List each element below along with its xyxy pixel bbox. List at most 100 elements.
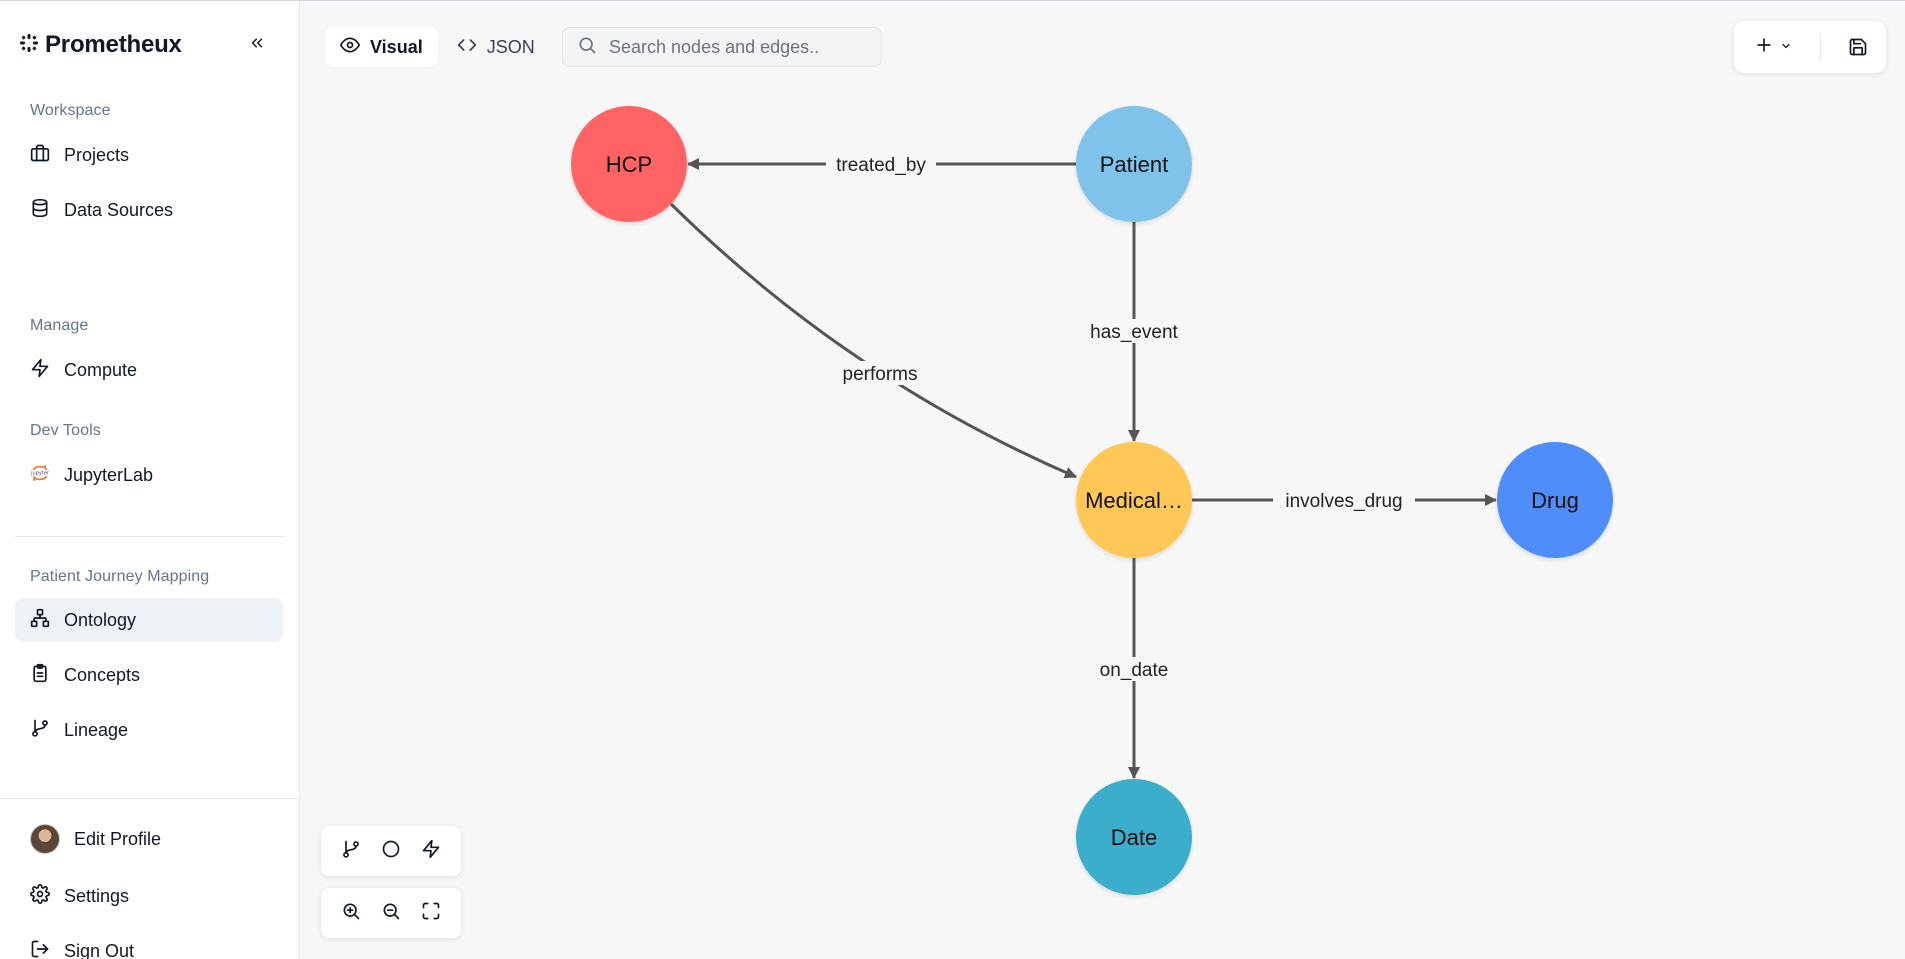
node-circle[interactable] xyxy=(571,106,687,222)
chevrons-left-icon xyxy=(248,34,266,57)
graph-node-medical[interactable]: Medical… xyxy=(1076,442,1192,558)
graph-node-hcp[interactable]: HCP xyxy=(571,106,687,222)
code-icon xyxy=(457,35,477,60)
graph-tools-panel xyxy=(321,826,461,876)
zoom-in-button[interactable] xyxy=(336,898,366,928)
node-label: Medical… xyxy=(1085,488,1183,513)
section-label-manage: Manage xyxy=(30,317,89,334)
add-button[interactable] xyxy=(1754,35,1792,60)
save-button[interactable] xyxy=(1848,37,1868,62)
avatar xyxy=(30,824,60,854)
svg-text:jupyter: jupyter xyxy=(30,470,50,476)
sidebar-item-label: JupyterLab xyxy=(64,464,154,485)
graph-canvas[interactable]: treated_by has_event performs involves_drug… xyxy=(300,1,1905,959)
sidebar-item-label: Ontology xyxy=(64,609,137,630)
sidebar-item-label: Lineage xyxy=(64,719,129,740)
graph-edge-performs[interactable]: performs xyxy=(669,202,1077,479)
graph-node-drug[interactable]: Drug xyxy=(1497,442,1613,558)
edge-label-background xyxy=(826,152,936,176)
sidebar-item-lineage[interactable]: Lineage xyxy=(15,708,283,752)
sidebar-item-edit-profile[interactable]: Edit Profile xyxy=(15,817,283,861)
save-icon xyxy=(1848,38,1868,61)
zoom-in-icon xyxy=(341,901,361,926)
graph-edge-has-event[interactable]: has_event xyxy=(1084,222,1184,442)
sparkle-logo-icon xyxy=(19,33,39,58)
node-label: Patient xyxy=(1100,152,1169,177)
lightning-icon xyxy=(421,839,441,864)
edge-label-background xyxy=(1273,488,1415,512)
tab-json-label: JSON xyxy=(486,36,535,57)
eye-icon xyxy=(340,35,360,60)
sidebar-item-data-sources[interactable]: Data Sources xyxy=(15,188,283,232)
git-branch-icon xyxy=(341,839,361,864)
git-branch-icon xyxy=(30,718,50,743)
edge-line[interactable] xyxy=(669,202,1077,479)
node-label: HCP xyxy=(606,152,652,177)
search-input[interactable] xyxy=(609,36,859,58)
edge-label: treated_by xyxy=(836,155,926,176)
sidebar-item-ontology[interactable]: Ontology xyxy=(15,598,283,642)
zoom-out-icon xyxy=(381,901,401,926)
view-toggle: Visual JSON xyxy=(325,27,550,67)
sidebar-divider xyxy=(15,536,285,537)
sidebar-item-label: Data Sources xyxy=(64,199,174,220)
section-label-project: Patient Journey Mapping xyxy=(30,568,210,585)
jupyter-icon: jupyter xyxy=(30,463,50,488)
ontology-graph[interactable]: treated_by has_event performs involves_drug… xyxy=(300,1,1905,959)
section-label-workspace: Workspace xyxy=(30,102,111,119)
tab-json[interactable]: JSON xyxy=(442,27,550,67)
sidebar-item-label: Compute xyxy=(64,359,138,380)
graph-node-date[interactable]: Date xyxy=(1076,779,1192,895)
node-circle[interactable] xyxy=(1497,442,1613,558)
briefcase-icon xyxy=(30,143,50,168)
tab-visual[interactable]: Visual xyxy=(325,27,438,67)
sign-out-icon xyxy=(30,939,50,959)
fullscreen-button[interactable] xyxy=(416,898,446,928)
database-icon xyxy=(30,198,50,223)
hierarchy-icon xyxy=(30,608,50,633)
run-button[interactable] xyxy=(416,836,446,866)
search-icon xyxy=(577,35,597,60)
sidebar-item-projects[interactable]: Projects xyxy=(15,133,283,177)
collapse-sidebar-button[interactable] xyxy=(245,33,269,57)
edge-label-background xyxy=(1094,657,1174,681)
clipboard-icon xyxy=(30,663,50,688)
sidebar: Prometheux Workspace Projects Data Sourc… xyxy=(0,1,300,959)
sidebar-item-sign-out[interactable]: Sign Out xyxy=(15,929,283,959)
edge-label: on_date xyxy=(1100,660,1169,681)
sidebar-footer-divider xyxy=(0,798,300,799)
sidebar-item-compute[interactable]: Compute xyxy=(15,348,283,392)
sidebar-item-label: Concepts xyxy=(64,664,141,685)
sidebar-item-concepts[interactable]: Concepts xyxy=(15,653,283,697)
node-label: Date xyxy=(1111,825,1157,850)
sidebar-item-label: Settings xyxy=(64,885,130,906)
graph-edge-on-date[interactable]: on_date xyxy=(1094,558,1174,779)
edge-label: has_event xyxy=(1090,322,1178,343)
plus-icon xyxy=(1754,35,1774,60)
sidebar-item-jupyterlab[interactable]: jupyter JupyterLab xyxy=(15,453,283,497)
search-box xyxy=(562,27,882,67)
toolbar-separator xyxy=(1820,33,1821,61)
tab-visual-label: Visual xyxy=(370,36,423,57)
graph-node-patient[interactable]: Patient xyxy=(1076,106,1192,222)
graph-edge-treated-by[interactable]: treated_by xyxy=(687,152,1076,176)
node-circle[interactable] xyxy=(1076,442,1192,558)
section-label-dev-tools: Dev Tools xyxy=(30,422,101,439)
edge-label: performs xyxy=(843,364,918,385)
add-edge-button[interactable] xyxy=(336,836,366,866)
brand[interactable]: Prometheux xyxy=(19,31,182,59)
fullscreen-icon xyxy=(421,901,441,926)
sidebar-item-settings[interactable]: Settings xyxy=(15,874,283,918)
graph-edge-involves-drug[interactable]: involves_drug xyxy=(1192,488,1497,512)
circle-icon xyxy=(381,839,401,864)
edge-label: involves_drug xyxy=(1285,491,1402,512)
top-actions-panel xyxy=(1734,21,1886,73)
node-circle[interactable] xyxy=(1076,779,1192,895)
node-circle[interactable] xyxy=(1076,106,1192,222)
node-label: Drug xyxy=(1531,488,1579,513)
sidebar-item-label: Sign Out xyxy=(64,940,135,959)
add-node-button[interactable] xyxy=(376,836,406,866)
lightning-icon xyxy=(30,358,50,383)
zoom-out-button[interactable] xyxy=(376,898,406,928)
zoom-controls-panel xyxy=(321,888,461,938)
